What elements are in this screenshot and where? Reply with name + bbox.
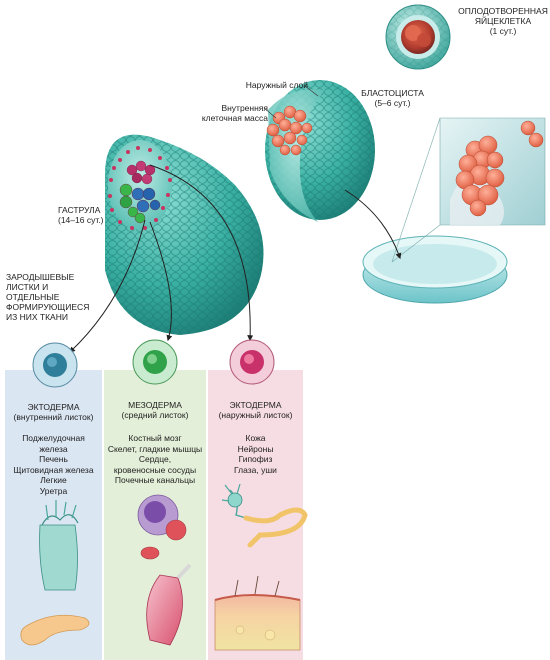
ectoderm-organ-list: Кожа Нейроны Гипофиз Глаза, уши	[208, 433, 303, 475]
list-item: Легкие	[40, 475, 67, 485]
list-item: Кожа	[245, 433, 266, 443]
mesoderm-title: МЕЗОДЕРМА	[128, 400, 182, 410]
list-item: Щитовидная железа	[13, 464, 94, 475]
endoderm-cell	[32, 342, 78, 388]
list-item: кровеносные сосуды	[113, 464, 197, 475]
muscle-fiber-illustration	[146, 563, 192, 646]
endoderm-column: ЭКТОДЕРМА (внутренний листок) Поджелудоч…	[5, 370, 102, 660]
ectoderm-title: ЭКТОДЕРМА	[229, 400, 282, 410]
list-item: Уретра	[39, 485, 68, 496]
gastrula-label: ГАСТРУЛА (14–16 сут.)	[58, 205, 104, 225]
list-item: железа	[39, 443, 68, 454]
pancreas-illustration	[20, 614, 90, 646]
list-item: Печень	[39, 454, 68, 464]
arrow-to-ectoderm	[149, 164, 254, 342]
ectoderm-subtitle: (наружный листок)	[218, 410, 293, 420]
endoderm-subtitle: (внутренний листок)	[13, 412, 94, 422]
stem-cell-colony-inset	[391, 117, 546, 263]
outer-layer-leader	[304, 85, 319, 97]
endoderm-column-bg	[5, 370, 102, 660]
mesoderm-column: МЕЗОДЕРМА (средний листок) Костный мозг …	[104, 370, 206, 660]
list-item: Костный мозг	[128, 433, 182, 443]
list-item: Скелет, гладкие мышцы	[107, 443, 203, 454]
zygote-label: ОПЛОДОТВОРЕННАЯ ЯЙЦЕКЛЕТКА (1 сут.)	[458, 6, 548, 36]
endoderm-epithelial-tissue	[39, 500, 79, 591]
list-item: Сердце,	[138, 454, 172, 464]
ectoderm-cell	[229, 339, 275, 385]
blastocyst-illustration	[265, 80, 375, 222]
endoderm-title: ЭКТОДЕРМА	[27, 402, 80, 412]
list-item: Гипофиз	[238, 454, 273, 464]
petri-dish-illustration	[362, 235, 508, 304]
endoderm-organ-list: Поджелудочная железа Печень Щитовидная ж…	[5, 433, 102, 496]
list-item: Почечные канальцы	[114, 475, 196, 485]
list-item: Поджелудочная	[22, 433, 85, 443]
mesoderm-subtitle: (средний листок)	[121, 410, 189, 420]
list-item: Нейроны	[237, 443, 274, 454]
gastrula-illustration	[105, 134, 264, 335]
arrow-blastocyst-to-dish	[344, 189, 402, 260]
germ-layers-label: ЗАРОДЫШЕВЫЕ ЛИСТКИ И ОТДЕЛЬНЫЕ ФОРМИРУЮЩ…	[6, 272, 90, 322]
arrow-to-mesoderm	[149, 221, 173, 342]
mesoderm-organ-list: Костный мозг Скелет, гладкие мышцы Сердц…	[104, 433, 206, 486]
bone-marrow-cell	[137, 494, 187, 560]
skin-cross-section	[214, 575, 301, 651]
inner-mass-leader	[263, 107, 277, 119]
inner-mass-label: Внутренняя клеточная масса	[201, 103, 268, 123]
ectoderm-column: ЭКТОДЕРМА (наружный листок) Кожа Нейроны…	[208, 370, 303, 660]
list-item: Глаза, уши	[234, 464, 277, 475]
mesoderm-cell	[132, 339, 178, 385]
neuron-illustration	[221, 483, 308, 548]
zygote-illustration	[385, 4, 451, 70]
blastocyst-label: БЛАСТОЦИСТА (5–6 сут.)	[361, 88, 424, 108]
arrow-to-endoderm	[69, 219, 146, 353]
outer-layer-label: Наружный слой	[245, 80, 308, 90]
